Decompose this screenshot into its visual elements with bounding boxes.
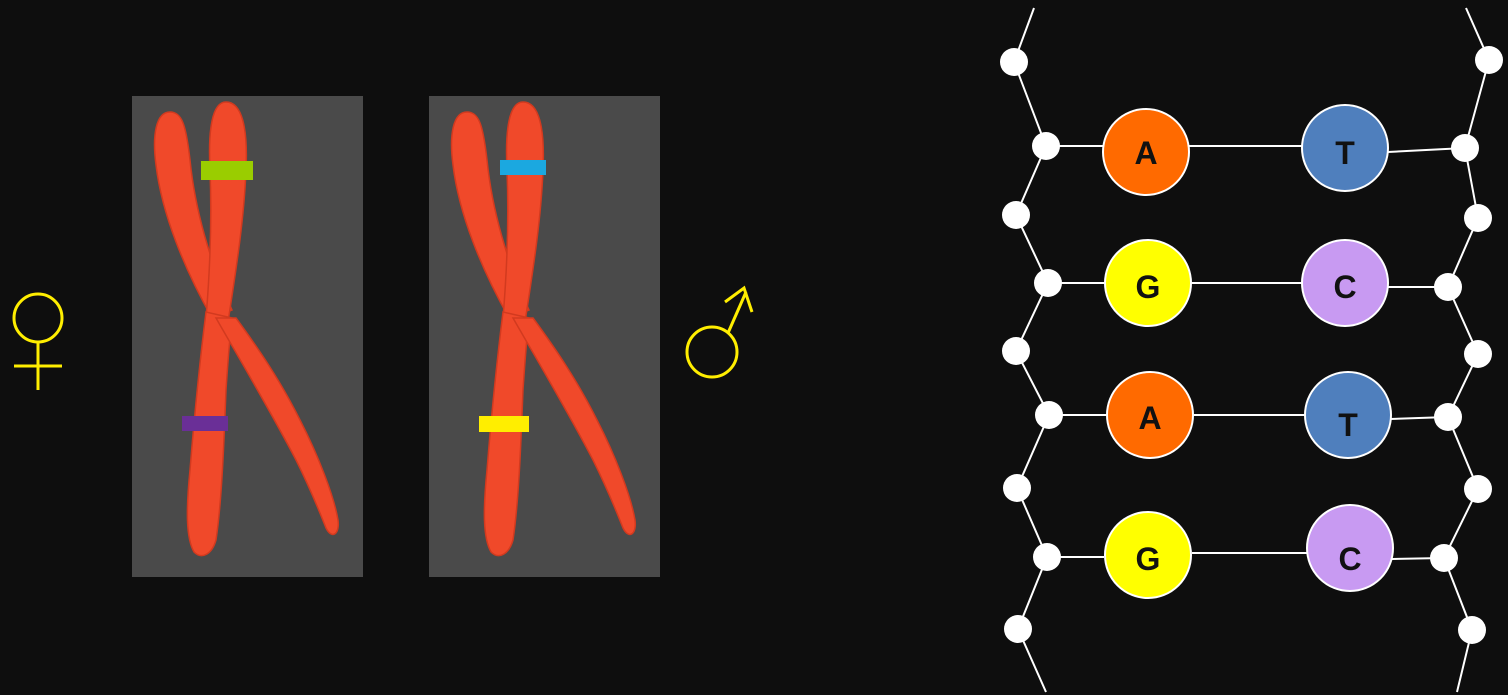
- dna-ladder: A T G C A T G C: [1000, 7, 1503, 693]
- base-pair-2: G C: [1104, 239, 1389, 327]
- base-circle-right: [1301, 239, 1389, 327]
- male-chromosome: [429, 96, 660, 577]
- base-letter-left: A: [1138, 400, 1161, 436]
- female-chromosome: [132, 96, 363, 577]
- base-circle-left: [1104, 511, 1192, 599]
- male-lower-band: [479, 416, 529, 432]
- female-chromosome-body: [153, 101, 340, 557]
- base-circle-left: [1106, 371, 1194, 459]
- base-circle-left: [1102, 108, 1190, 196]
- base-letter-left: A: [1134, 135, 1157, 171]
- base-pair-1: A T: [1102, 104, 1389, 196]
- base-pair-3: A T: [1106, 371, 1392, 459]
- base-letter-left: G: [1136, 541, 1161, 577]
- base-circle-left: [1104, 239, 1192, 327]
- backbone-nodes: [1000, 46, 1503, 644]
- female-lower-band: [182, 416, 228, 431]
- male-symbol-icon: [685, 285, 754, 379]
- base-circle-right: [1306, 504, 1394, 592]
- base-letter-right: T: [1338, 407, 1358, 443]
- female-symbol-icon: [12, 292, 64, 390]
- base-letter-left: G: [1136, 269, 1161, 305]
- base-pair-4: G C: [1104, 504, 1394, 599]
- base-letter-right: C: [1333, 269, 1356, 305]
- base-letter-right: T: [1335, 135, 1355, 171]
- base-letter-right: C: [1338, 541, 1361, 577]
- base-circle-right: [1304, 371, 1392, 459]
- female-upper-band: [201, 161, 253, 180]
- male-upper-band: [500, 160, 546, 175]
- base-circle-right: [1301, 104, 1389, 192]
